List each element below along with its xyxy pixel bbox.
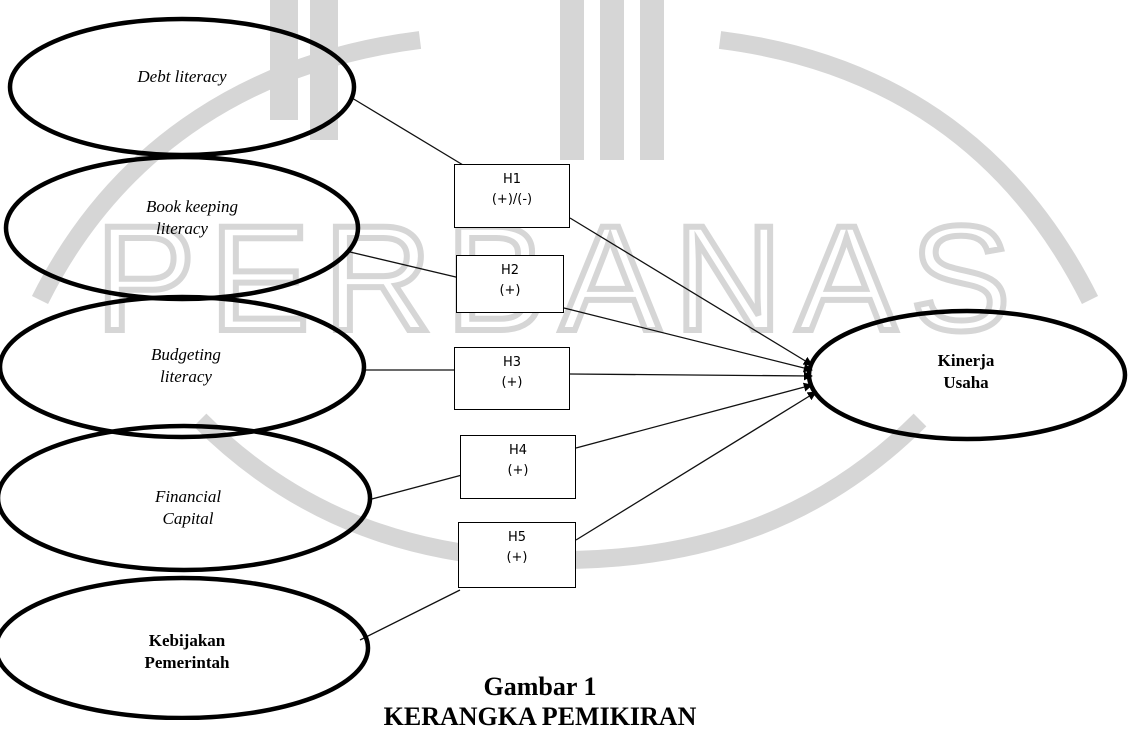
hypothesis-box-h5: H5 (+): [458, 522, 576, 588]
label-financial-capital: Financial Capital: [98, 486, 278, 530]
hypothesis-box-h1: H1 (+)/(-): [454, 164, 570, 228]
hypothesis-label: H5: [459, 528, 575, 548]
hypothesis-sign: (+)/(-): [455, 190, 569, 210]
figure-caption-title: Gambar 1: [330, 672, 750, 702]
label-kebijakan-pemerintah: Kebijakan Pemerintah: [92, 630, 282, 674]
arrow-h2: [564, 308, 812, 370]
hypothesis-label: H3: [455, 353, 569, 373]
hypothesis-sign: (+): [455, 373, 569, 393]
link-policy-h5: [360, 590, 460, 640]
link-capital-h4: [368, 475, 462, 500]
hypothesis-sign: (+): [461, 461, 575, 481]
link-book-h2: [350, 252, 460, 278]
arrow-h5: [576, 392, 816, 540]
hypothesis-sign: (+): [457, 281, 563, 301]
label-kinerja-usaha: Kinerja Usaha: [896, 350, 1036, 394]
hypothesis-box-h3: H3 (+): [454, 347, 570, 410]
hypothesis-box-h2: H2 (+): [456, 255, 564, 313]
link-debt-h1: [352, 98, 468, 168]
label-book-keeping-literacy: Book keeping literacy: [92, 196, 292, 240]
hypothesis-sign: (+): [459, 548, 575, 568]
label-budgeting-literacy: Budgeting literacy: [96, 344, 276, 388]
arrow-h1: [570, 218, 812, 365]
hypothesis-label: H2: [457, 261, 563, 281]
hypothesis-label: H4: [461, 441, 575, 461]
hypothesis-box-h4: H4 (+): [460, 435, 576, 499]
arrow-h3: [570, 374, 812, 376]
hypothesis-label: H1: [455, 170, 569, 190]
figure-caption-subtitle: KERANGKA PEMIKIRAN: [200, 702, 880, 732]
label-debt-literacy: Debt literacy: [82, 66, 282, 88]
